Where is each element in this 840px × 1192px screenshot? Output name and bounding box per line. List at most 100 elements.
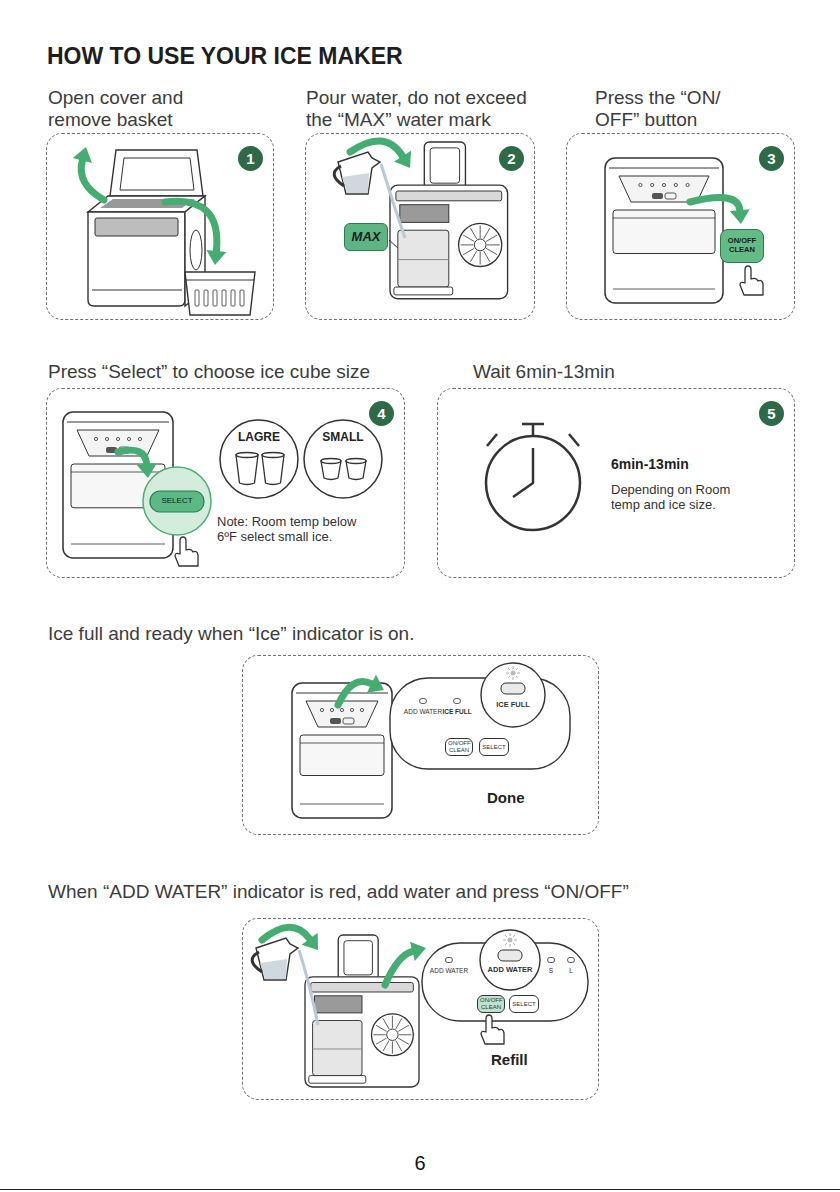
- water-tank: [398, 230, 449, 287]
- glow-ray: [516, 668, 518, 670]
- step-heading: Press “Select” to choose ice cube size: [48, 361, 468, 383]
- green-arrow: [385, 942, 426, 985]
- circle-outline: [143, 467, 211, 535]
- node-text: 6min-13min: [611, 456, 781, 472]
- basket-slot: [213, 290, 217, 306]
- fan-blade: [486, 248, 497, 254]
- power-button: ON/OFF CLEAN: [477, 995, 505, 1013]
- pressing-hand: [740, 266, 763, 295]
- fan-blade: [383, 1041, 389, 1052]
- select-callout: SELECT: [142, 466, 212, 536]
- lid-inner: [344, 941, 373, 975]
- node-text: S: [545, 967, 557, 974]
- indicator-dot: [360, 708, 363, 711]
- circle-outline: [220, 420, 298, 498]
- node-text: ICE FULL: [440, 708, 474, 715]
- control-panel-callout: ADD WATER S L ADD WATER ON/OFF CLEAN SELECT: [421, 933, 589, 1023]
- fan: [459, 223, 502, 266]
- node-text: ADD WATER: [479, 966, 541, 975]
- indicator-dot: [330, 708, 333, 711]
- arrow-head: [206, 250, 226, 265]
- node-text: SELECT: [512, 1001, 535, 1008]
- page-title: HOW TO USE YOUR ICE MAKER: [47, 43, 403, 70]
- lid-seam: [609, 168, 719, 169]
- select-button: SELECT: [509, 995, 539, 1013]
- cup-rim: [346, 459, 366, 464]
- glow-ray: [510, 944, 511, 947]
- node-text: ICE FULL: [480, 701, 546, 710]
- step-refill-art: [252, 927, 426, 1087]
- pitcher-handle: [252, 952, 262, 972]
- cup-rim: [236, 453, 258, 458]
- clock-hands: [513, 448, 533, 497]
- leader-line: [389, 240, 398, 248]
- indicator-pill: [501, 683, 525, 694]
- clock-face: [486, 436, 580, 530]
- glow-ray: [510, 933, 511, 936]
- cup-rim: [262, 453, 284, 458]
- front-face: [88, 212, 185, 306]
- node-text: ADD WATER: [403, 708, 443, 715]
- arrow-head: [410, 942, 426, 961]
- button-mark: [652, 193, 663, 199]
- fan-blade: [470, 251, 476, 262]
- pressing-hand: [481, 1015, 504, 1044]
- basket-slot: [204, 290, 208, 306]
- fan-blade: [461, 244, 474, 245]
- node-outline: [479, 929, 541, 991]
- window-line: [613, 218, 715, 219]
- node-text: SELECT: [142, 496, 212, 505]
- fan-blade: [470, 228, 476, 239]
- fan-blade: [396, 1041, 402, 1052]
- drip-tray: [394, 287, 453, 295]
- cup-rim: [321, 459, 341, 464]
- fan: [190, 230, 202, 270]
- fan-blade: [398, 1025, 409, 1031]
- indicator-dot: [350, 708, 353, 711]
- fan-blade: [373, 1034, 385, 1035]
- water-pitcher: [252, 938, 298, 980]
- node-text: ADD WATER: [429, 967, 469, 974]
- open-lid: [338, 935, 378, 981]
- button-mark: [665, 193, 676, 199]
- fan-blade: [463, 235, 474, 241]
- ice-window: [613, 210, 715, 254]
- max-mark-tag: MAX: [344, 223, 388, 251]
- glow-ray: [513, 666, 514, 669]
- drip-tray: [309, 1076, 366, 1084]
- step-panel: Ice full and ready when “Ice” indicator …: [242, 655, 599, 835]
- step-heading: When “ADD WATER” indicator is red, add w…: [48, 881, 828, 903]
- node-text: Refill: [491, 1051, 561, 1068]
- step-2-art: [334, 141, 507, 299]
- indicator-light: [548, 958, 555, 963]
- basket-slot: [231, 290, 235, 306]
- indicator-dot: [340, 708, 343, 711]
- pressing-hand: [175, 537, 198, 566]
- arrow-shaft: [385, 951, 412, 985]
- indicator-light: [568, 958, 575, 963]
- fan-blade: [392, 1041, 393, 1053]
- button-mark: [343, 718, 354, 724]
- housing: [305, 977, 419, 1087]
- node-text: Depending on Room temp and ice size.: [611, 483, 746, 513]
- glow-light: [511, 671, 516, 676]
- step-number: 4: [369, 401, 394, 426]
- lid-seam: [67, 422, 169, 423]
- top-rim: [396, 191, 502, 201]
- water-stream: [299, 950, 318, 1025]
- node-text: Note: Room temp below 6ºF select small i…: [217, 515, 367, 545]
- ice-maker-side: [390, 142, 508, 299]
- fan-blade: [376, 1038, 387, 1044]
- size-option: SMALL: [303, 419, 383, 499]
- window-line: [300, 743, 384, 744]
- green-arrow: [338, 675, 384, 705]
- indicator-light: [454, 699, 461, 704]
- step-panel: Wait 6min-13min56min-13minDepending on R…: [437, 388, 795, 578]
- circle-outline: [304, 420, 382, 498]
- node-text: L: [565, 967, 577, 974]
- basket-slot: [195, 290, 199, 306]
- arrow-shaft: [338, 681, 371, 705]
- step-panel: Press “Select” to choose ice cube size4N…: [46, 388, 405, 578]
